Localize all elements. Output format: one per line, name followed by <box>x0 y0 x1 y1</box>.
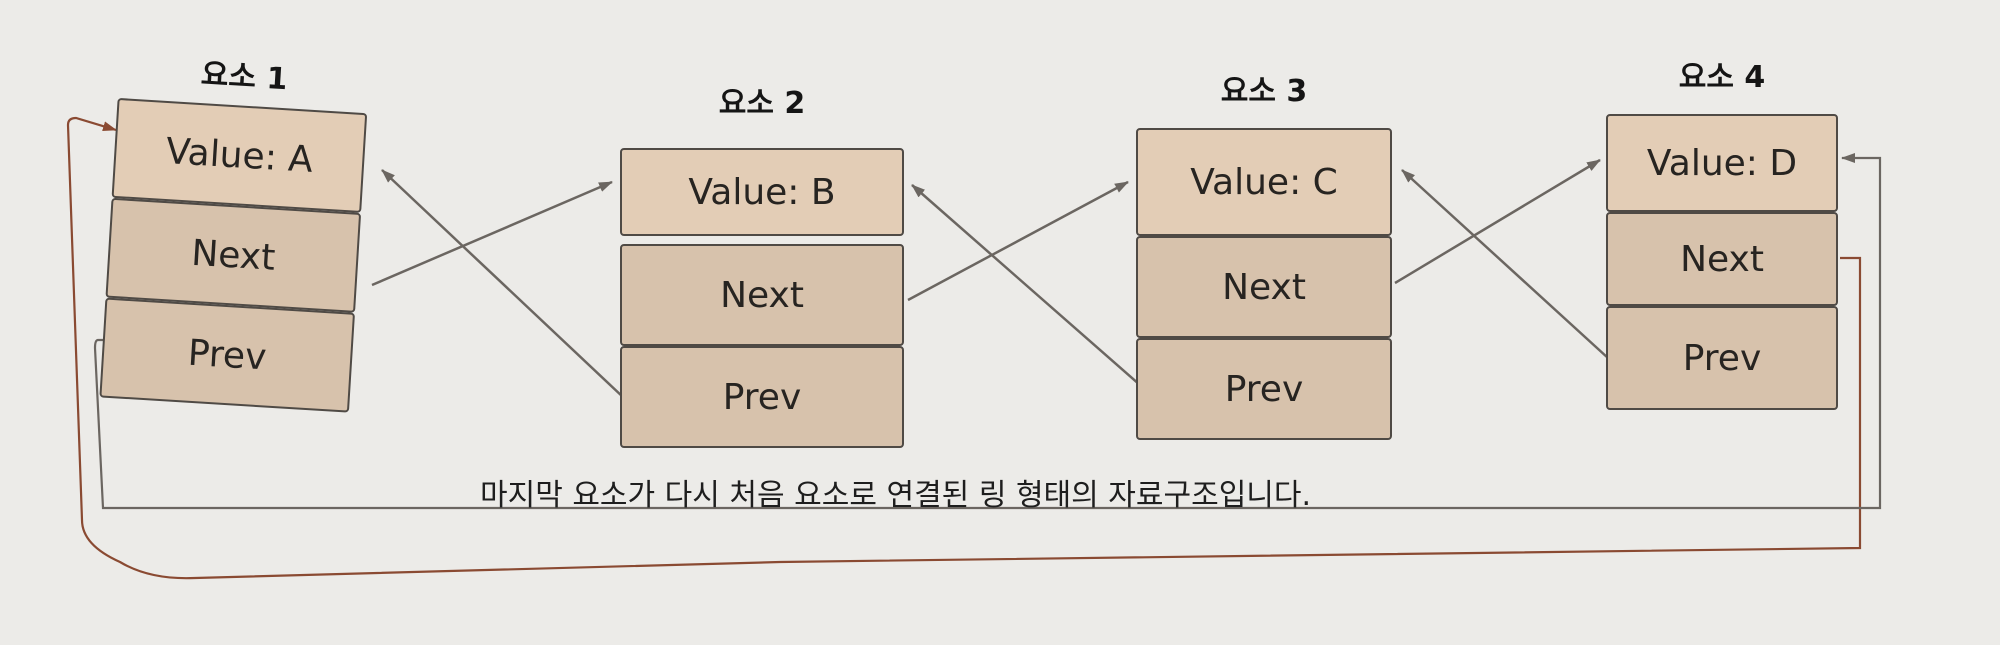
node-1-value-cell: Value: A <box>111 97 368 214</box>
node-1: 요소 1 Value: A Next Prev <box>97 57 370 455</box>
node-1-next-cell: Next <box>105 197 362 313</box>
node-4-title: 요소 4 <box>1678 60 1766 95</box>
node-3-title: 요소 3 <box>1220 74 1308 109</box>
prev-arrow-4-to-3 <box>1401 169 1609 359</box>
wrap-arrow-1-prev-to-4 <box>93 153 1882 510</box>
node-3-next-cell: Next <box>1136 236 1392 338</box>
node-2: 요소 2 Value: B Next Prev <box>620 70 904 460</box>
node-4: 요소 4 Value: D Next Prev <box>1606 48 1838 418</box>
node-4-value-cell: Value: D <box>1606 114 1838 212</box>
prev-arrow-2-to-1 <box>381 169 625 399</box>
node-2-next-cell: Next <box>620 244 904 346</box>
node-2-value-cell: Value: B <box>620 148 904 236</box>
node-3: 요소 3 Value: C Next Prev <box>1136 60 1392 450</box>
next-arrow-1-to-2 <box>371 180 613 287</box>
node-2-title: 요소 2 <box>718 86 806 121</box>
node-4-next-cell: Next <box>1606 212 1838 306</box>
node-3-prev-cell: Prev <box>1136 338 1392 440</box>
next-arrow-2-to-3 <box>907 180 1129 302</box>
prev-arrow-3-to-2 <box>911 184 1141 386</box>
node-2-prev-cell: Prev <box>620 346 904 448</box>
node-1-prev-cell: Prev <box>99 297 356 413</box>
diagram-caption: 마지막 요소가 다시 처음 요소로 연결된 링 형태의 자료구조입니다. <box>480 478 1312 513</box>
next-arrow-3-to-4 <box>1394 158 1601 285</box>
node-4-prev-cell: Prev <box>1606 306 1838 410</box>
node-3-value-cell: Value: C <box>1136 128 1392 236</box>
wrap-arrow-4-next-to-1 <box>66 116 1862 580</box>
